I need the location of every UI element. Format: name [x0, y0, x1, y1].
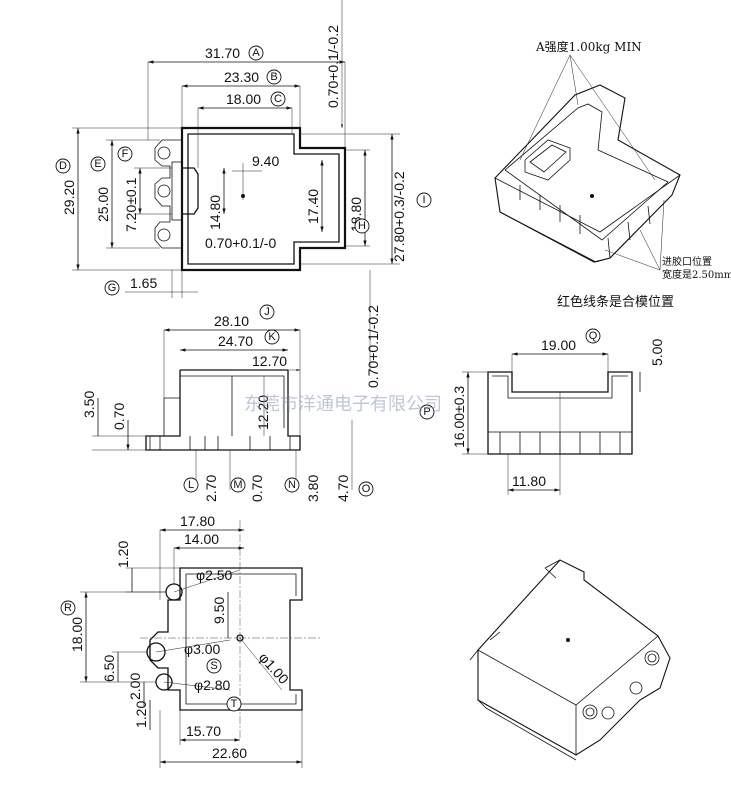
marker-h: H	[354, 218, 370, 234]
dim-9-40: 9.40	[252, 153, 279, 169]
svg-text:S: S	[210, 660, 217, 672]
dim-5-00: 5.00	[649, 339, 665, 366]
svg-text:M: M	[233, 479, 242, 491]
svg-text:A: A	[252, 47, 260, 59]
top-view: 31.70 23.30 18.00 9.40 29.20 25.00 7.20±…	[55, 0, 432, 298]
marker-c: C	[270, 91, 286, 107]
svg-text:F: F	[122, 148, 129, 160]
dim-28-10: 28.10	[214, 313, 249, 329]
dim-2-70: 2.70	[203, 475, 219, 502]
dim-3-50: 3.50	[81, 391, 97, 418]
dim-16-00: 16.00±0.3	[451, 386, 467, 448]
dim-31-70: 31.70	[205, 45, 240, 61]
note-strength: A强度1.00kg MIN	[535, 39, 642, 54]
bottom-view: 17.80 14.00 1.20 φ2.50 9.50 18.00 φ3.00 …	[60, 513, 320, 768]
svg-text:P: P	[423, 406, 430, 418]
svg-text:T: T	[231, 698, 238, 710]
svg-text:N: N	[288, 479, 296, 491]
iso-view-top: A强度1.00kg MIN 进胶口位置 宽度是2.50mm 红色线条是合模位置	[494, 39, 731, 310]
dim-wall-side: 0.70+0.1/-0.2	[365, 305, 381, 388]
svg-text:I: I	[422, 194, 425, 206]
dim-d2-50: φ2.50	[196, 567, 233, 583]
top-view-pin-tabs	[154, 139, 182, 249]
iso-view-bottom	[469, 559, 671, 761]
marker-t: T	[226, 696, 242, 712]
top-view-inner-wall	[187, 133, 340, 265]
marker-o: O	[358, 481, 374, 497]
dim-12-70: 12.70	[252, 353, 287, 369]
svg-text:K: K	[268, 331, 276, 343]
dim-1-20a: 1.20	[115, 541, 131, 568]
watermark: 东莞市洋通电子有限公司	[244, 394, 442, 415]
marker-l: L	[183, 477, 199, 493]
dim-17-80: 17.80	[180, 513, 215, 529]
dim-17-40: 17.40	[305, 189, 321, 224]
marker-q: Q	[585, 328, 601, 344]
svg-text:C: C	[274, 93, 282, 105]
dim-24-70: 24.70	[218, 333, 253, 349]
dim-d3-00: φ3.00	[184, 641, 221, 657]
dim-wall-mid: 0.70+0.1/-0	[205, 235, 276, 251]
top-view-outline	[180, 126, 347, 272]
dim-27-80: 27.80+0.3/-0.2	[391, 171, 407, 262]
svg-text:R: R	[64, 602, 72, 614]
marker-m: M	[230, 477, 246, 493]
marker-g: G	[104, 280, 120, 296]
note-gate-width: 宽度是2.50mm	[662, 268, 731, 281]
dim-6-50: 6.50	[101, 655, 117, 682]
svg-text:G: G	[108, 282, 117, 294]
marker-b: B	[266, 69, 282, 85]
front-view: 28.10 24.70 12.70 12.20 3.50 0.70 2.70 0…	[81, 270, 381, 502]
dim-14-80: 14.80	[207, 195, 223, 230]
marker-r: R	[60, 600, 76, 616]
dim-22-60: 22.60	[212, 745, 247, 761]
dim-25-00: 25.00	[95, 187, 111, 222]
marker-f: F	[117, 146, 133, 162]
dim-18-00: 18.00	[226, 91, 261, 107]
note-red-line: 红色线条是合模位置	[557, 294, 674, 310]
dim-4-70: 4.70	[335, 475, 351, 502]
svg-text:B: B	[270, 71, 277, 83]
top-view-boss	[182, 167, 199, 215]
dim-b-0-70: 0.70	[249, 475, 265, 502]
marker-s: S	[206, 658, 222, 674]
note-gate-position: 进胶口位置	[662, 255, 712, 268]
svg-text:Q: Q	[589, 330, 598, 342]
dim-3-80: 3.80	[305, 475, 321, 502]
marker-p: P	[419, 404, 435, 420]
side-view: 19.00 5.00 16.00±0.3 11.80 P Q	[419, 328, 665, 495]
marker-d: D	[55, 158, 71, 174]
dim-15-70: 15.70	[186, 723, 221, 739]
svg-text:D: D	[59, 160, 67, 172]
marker-e: E	[90, 156, 106, 172]
svg-text:O: O	[362, 483, 371, 495]
dim-2-00: 2.00	[127, 673, 143, 700]
dim-14-00: 14.00	[184, 531, 219, 547]
dim-29-20: 29.20	[61, 180, 77, 215]
svg-text:H: H	[358, 220, 366, 232]
marker-i: I	[416, 192, 432, 208]
svg-text:E: E	[94, 158, 101, 170]
dim-18-00: 18.00	[69, 617, 85, 652]
dim-7-20: 7.20±0.1	[123, 177, 139, 232]
dim-19-00: 19.00	[541, 337, 576, 353]
dim-wall-top: 0.70+0.1/-0.2	[325, 25, 341, 108]
dim-d1-00: φ1.00	[256, 649, 292, 687]
dim-0-70: 0.70	[111, 403, 127, 430]
marker-k: K	[264, 329, 280, 345]
dim-23-30: 23.30	[224, 69, 259, 85]
dim-1-65: 1.65	[130, 275, 157, 291]
dim-d2-80: φ2.80	[194, 677, 231, 693]
dim-11-80: 11.80	[512, 473, 546, 489]
svg-text:J: J	[264, 306, 270, 318]
marker-a: A	[248, 45, 264, 61]
dim-1-20b: 1.20	[133, 701, 149, 728]
dim-9-50: 9.50	[211, 597, 227, 624]
marker-n: N	[284, 477, 300, 493]
marker-j: J	[259, 304, 275, 320]
svg-text:L: L	[188, 479, 194, 491]
dim-12-20: 12.20	[255, 395, 271, 430]
